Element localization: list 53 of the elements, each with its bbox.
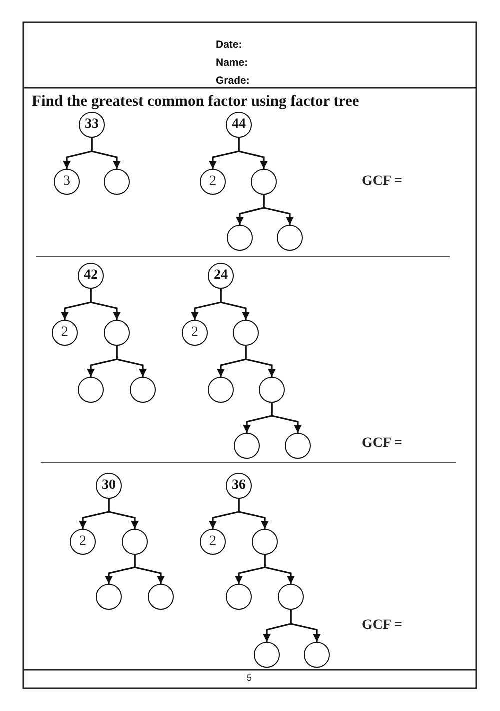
arrow (238, 138, 268, 169)
arrow (220, 289, 250, 320)
field-label: Date: (216, 39, 242, 51)
arrow (134, 555, 165, 584)
empty-circle (104, 169, 130, 195)
instruction-title: Find the greatest common factor using factor tree (32, 93, 360, 111)
empty-circle (278, 584, 304, 610)
number-circle: 33 (79, 112, 105, 138)
arrow (116, 346, 147, 377)
arrow (108, 499, 139, 529)
number-circle: 2 (70, 529, 96, 555)
arrow (271, 403, 302, 433)
empty-circle (254, 642, 280, 668)
answer-prompt: GCF = (362, 618, 403, 634)
empty-circle (226, 584, 252, 610)
number-circle: 30 (96, 473, 122, 499)
number-circle: 44 (226, 112, 252, 138)
arrow (91, 138, 121, 169)
empty-circle (233, 320, 259, 346)
empty-circle (78, 377, 104, 403)
empty-circle (122, 529, 148, 555)
empty-circle (148, 584, 174, 610)
empty-circle (208, 377, 234, 403)
empty-circle (285, 433, 311, 459)
number-circle: 42 (78, 263, 104, 289)
empty-circle (227, 225, 253, 251)
empty-circle (96, 584, 122, 610)
arrow (238, 499, 269, 529)
empty-circle (259, 377, 285, 403)
empty-circle (104, 320, 130, 346)
arrow (290, 610, 321, 642)
empty-circle (252, 529, 278, 555)
arrow (263, 195, 294, 225)
number-circle: 3 (54, 169, 80, 195)
answer-prompt: GCF = (362, 436, 403, 452)
arrow (264, 555, 295, 584)
empty-circle (251, 169, 277, 195)
empty-circle (304, 642, 330, 668)
arrow (90, 289, 121, 320)
empty-circle (234, 433, 260, 459)
arrow (245, 346, 276, 377)
number-circle: 2 (200, 169, 226, 195)
empty-circle (130, 377, 156, 403)
field-label: Name: (216, 57, 248, 69)
number-circle: 2 (182, 320, 208, 346)
field-label: Grade: (216, 75, 250, 87)
number-circle: 24 (208, 263, 234, 289)
answer-prompt: GCF = (362, 174, 403, 190)
number-circle: 2 (200, 529, 226, 555)
empty-circle (277, 225, 303, 251)
number-circle: 36 (226, 473, 252, 499)
number-circle: 2 (52, 320, 78, 346)
page-number: 5 (247, 673, 252, 683)
